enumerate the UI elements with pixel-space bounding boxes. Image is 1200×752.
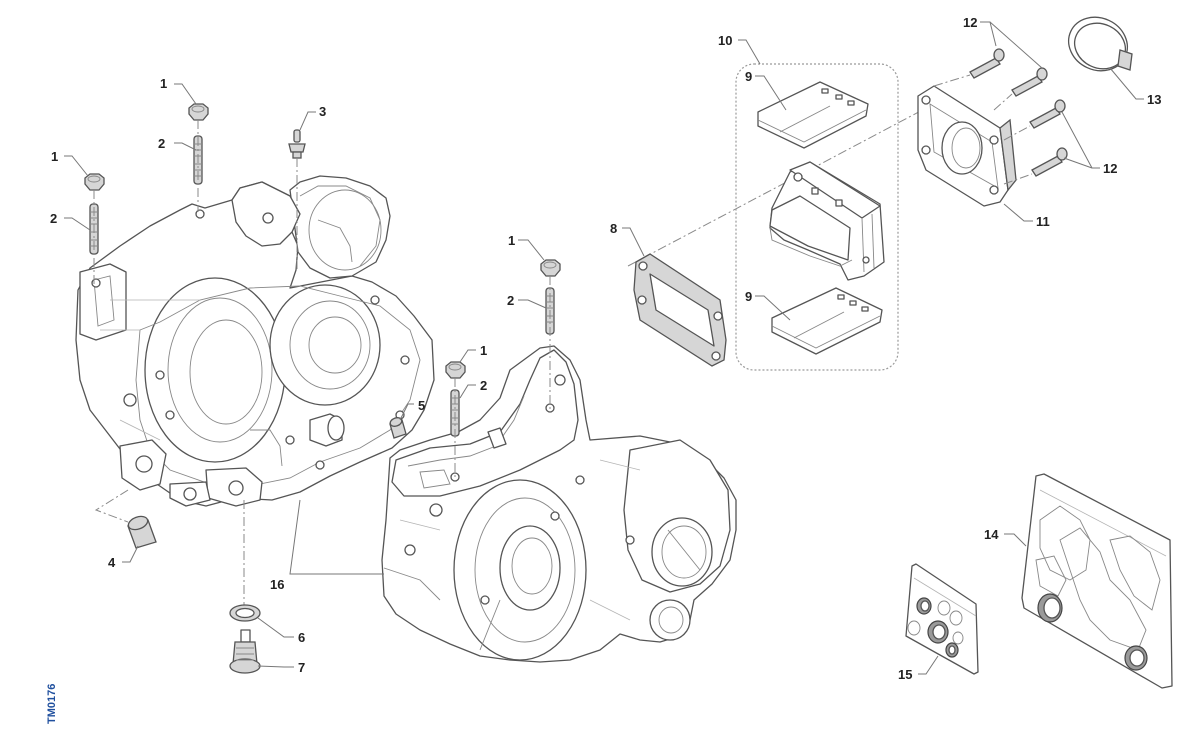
intake-axis-line (627, 105, 931, 267)
screw (1011, 67, 1048, 97)
screw (969, 48, 1005, 79)
screw (1029, 99, 1066, 129)
reed-valve-assembly-outline (735, 63, 899, 371)
crankcase-left-half (75, 175, 435, 507)
callout-labels: 1 2 1 2 3 4 5 6 7 16 1 2 1 2 8 10 9 9 11… (50, 15, 1161, 682)
nut-right-mid (445, 361, 466, 379)
callout-dowel-left: 4 (108, 555, 116, 570)
callout-dowel-mid: 5 (418, 398, 425, 413)
callout-nut-top: 1 (160, 76, 167, 91)
callout-intake-manifold: 11 (1036, 214, 1050, 229)
callout-reed-petal-top: 9 (745, 69, 752, 84)
reed-petal-top (757, 81, 869, 149)
nut-top (188, 103, 209, 121)
drain-plug (229, 629, 261, 674)
screw (1031, 147, 1068, 177)
callout-nut-right-mid: 1 (480, 343, 487, 358)
callout-oil-seal-kit: 15 (898, 667, 912, 682)
nut-left (84, 173, 105, 191)
callout-screws-top: 12 (963, 15, 977, 30)
callout-crankcase-pair: 16 (270, 577, 284, 592)
washer (229, 604, 261, 622)
hose-clamp (1068, 16, 1133, 72)
dowel-left (127, 515, 157, 549)
callout-stud-top: 2 (158, 136, 165, 151)
intake-manifold (917, 85, 1017, 207)
callout-stud-right-top: 2 (507, 293, 514, 308)
callout-stud-right-mid: 2 (480, 378, 487, 393)
oil-seal-kit (905, 563, 979, 675)
bleed-screw (288, 129, 306, 159)
screws (933, 48, 1068, 185)
reed-petal-bottom (771, 287, 883, 355)
callout-washer: 6 (298, 630, 305, 645)
callout-reed-gasket: 8 (610, 221, 617, 236)
callout-stud-left: 2 (50, 211, 57, 226)
reed-gasket (633, 253, 727, 367)
leader-lines (64, 21, 1144, 675)
callout-screws-bottom: 12 (1103, 161, 1117, 176)
callout-reed-valve-assembly: 10 (718, 33, 732, 48)
nut-right-top (540, 259, 561, 277)
callout-bleed-screw: 3 (319, 104, 326, 119)
callout-hose-clamp: 13 (1147, 92, 1161, 107)
callout-gasket-kit: 14 (984, 527, 999, 542)
reed-valve-block (769, 161, 885, 281)
crankcase-right-half (381, 345, 737, 663)
callout-drain-plug: 7 (298, 660, 305, 675)
axis-line (94, 489, 129, 523)
callout-reed-petal-bottom: 9 (745, 289, 752, 304)
dowel-mid (389, 417, 407, 439)
callout-nut-right-top: 1 (508, 233, 515, 248)
callout-nut-left: 1 (51, 149, 58, 164)
reference-code: TM0176 (46, 684, 58, 724)
gasket-kit (1021, 473, 1173, 689)
